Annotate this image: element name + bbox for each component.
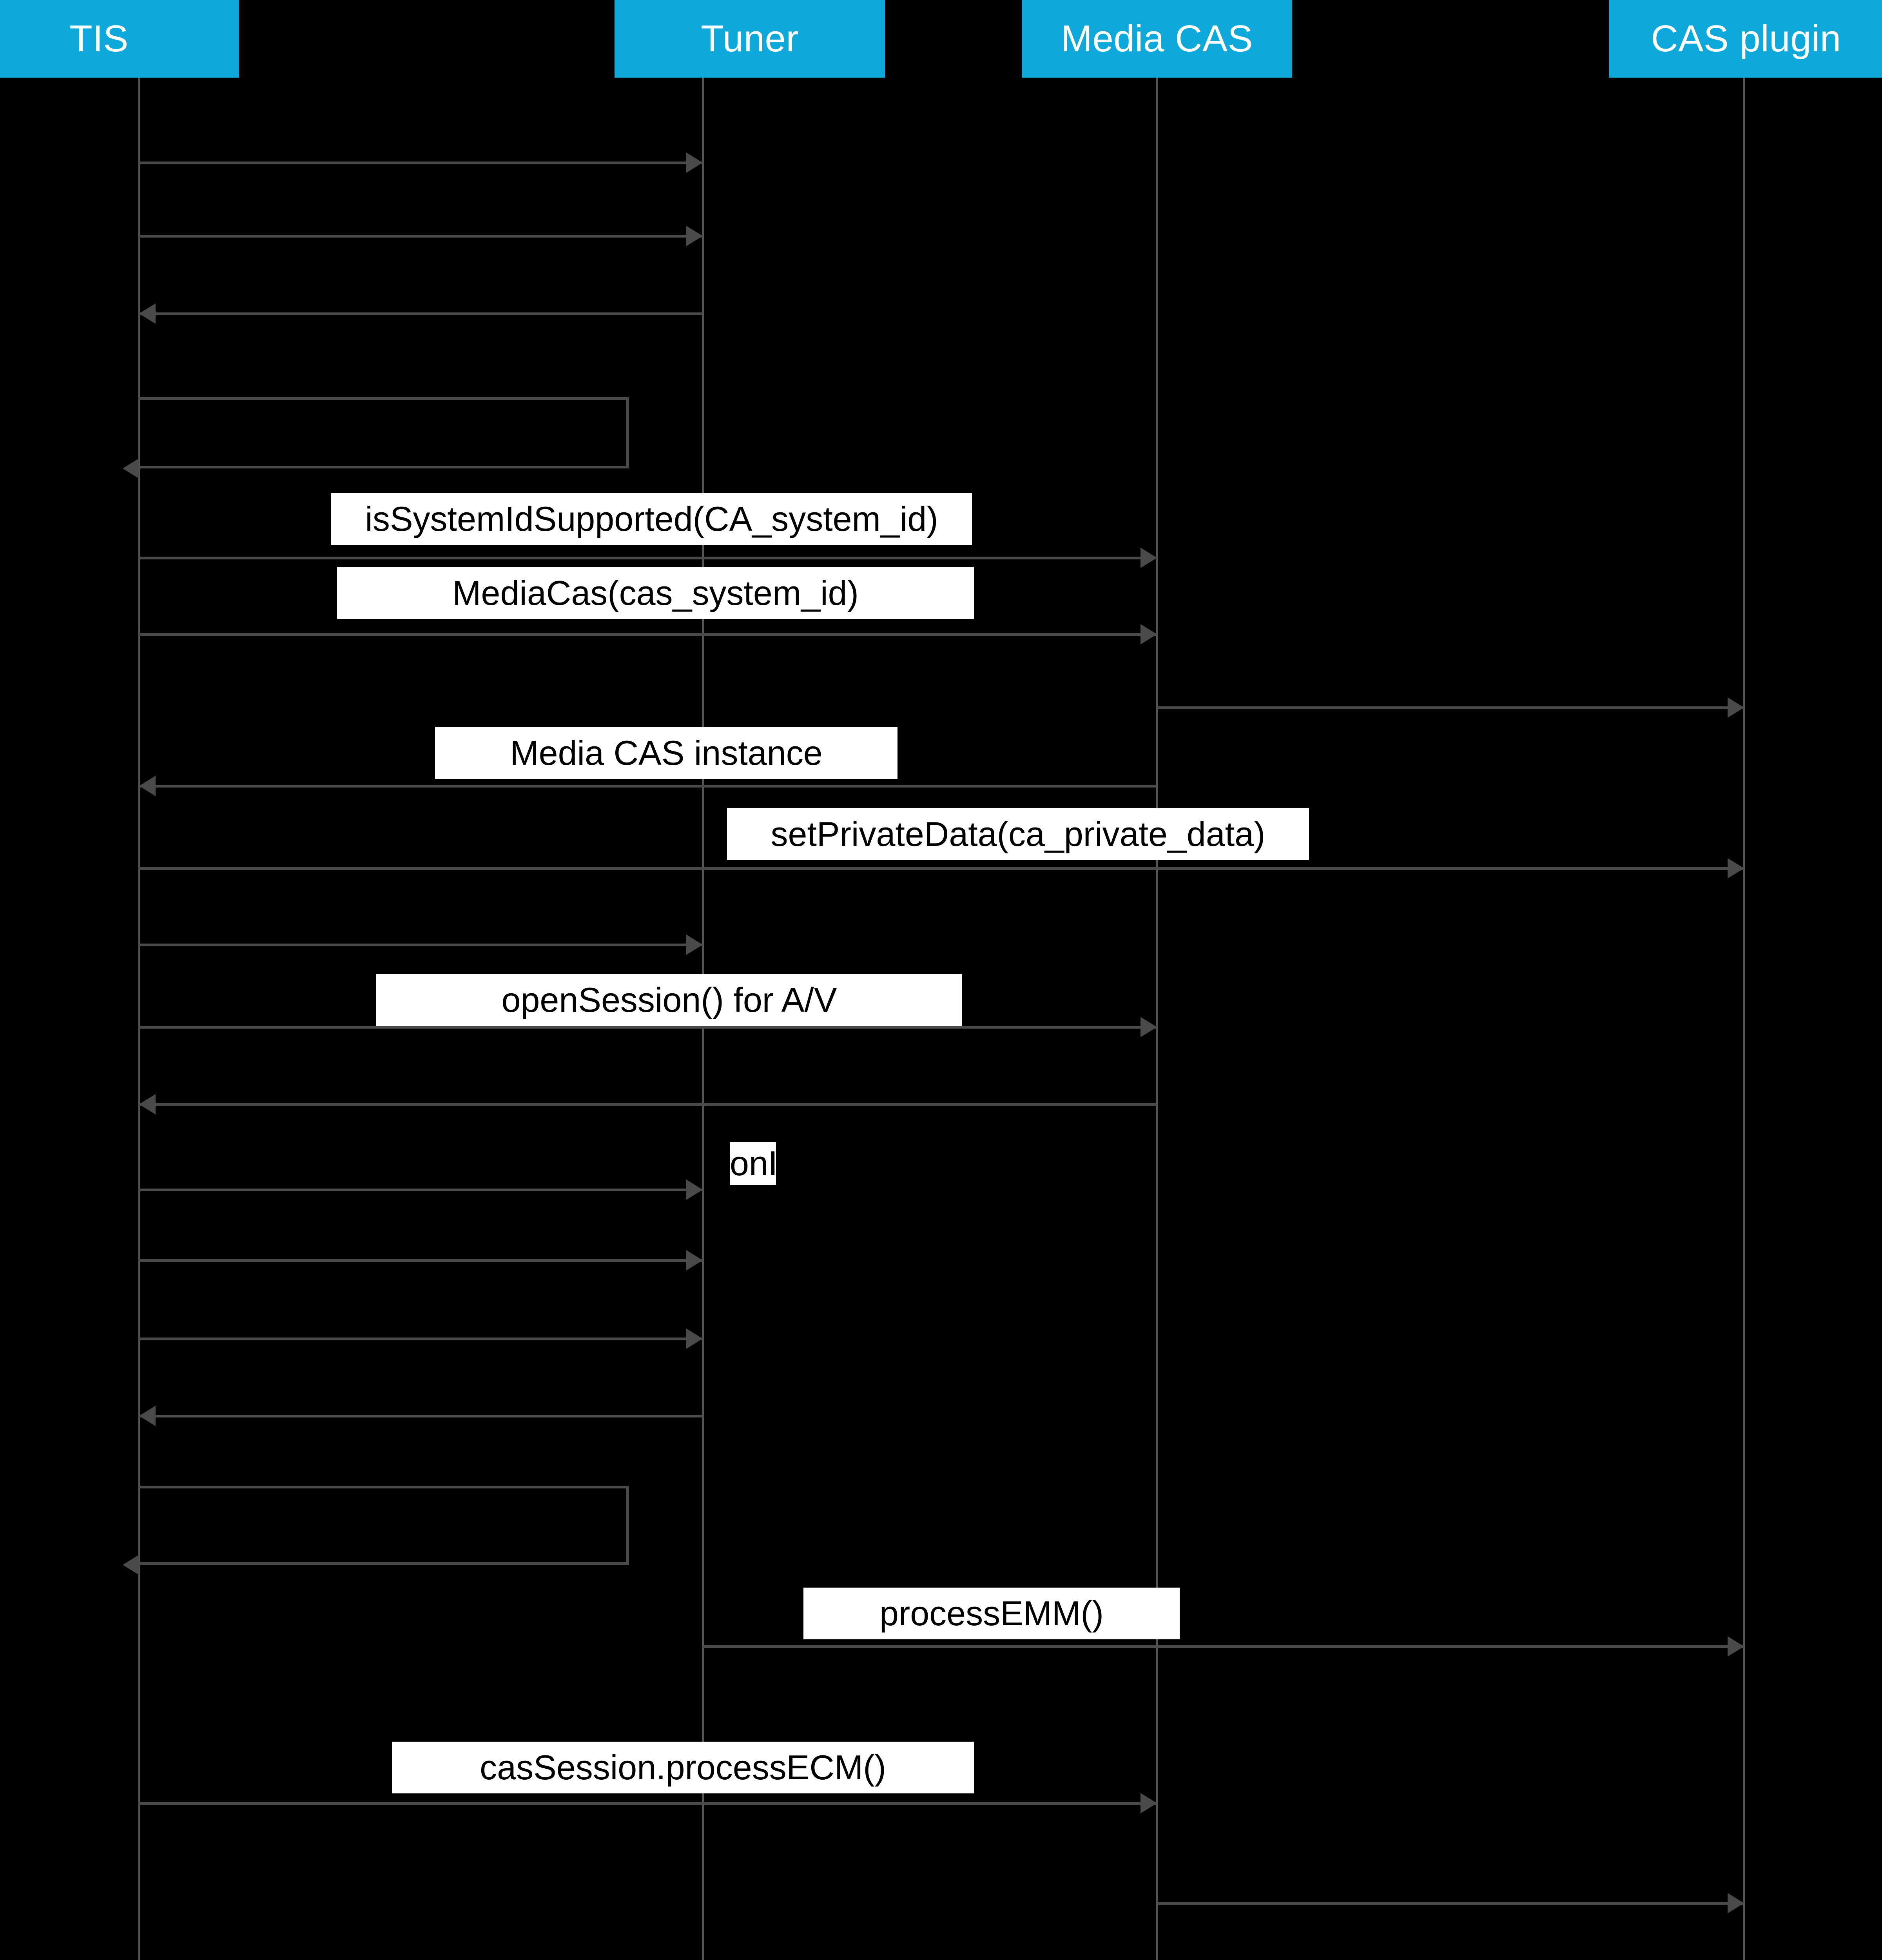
message-label: Media CAS instance [435, 727, 897, 779]
message-line [139, 1025, 1157, 1029]
arrowhead-right [686, 1250, 703, 1270]
message-label: casSession.processECM() [392, 1742, 974, 1793]
message-line [139, 1414, 703, 1417]
message-label: MediaCas(cas_system_id) [337, 567, 974, 619]
self-message-loop [139, 1486, 629, 1565]
message-line [139, 312, 703, 315]
arrowhead-right [686, 1180, 703, 1200]
message-line [139, 1259, 703, 1262]
header-participant-mediacas: Media CAS [1022, 0, 1292, 78]
arrowhead-right [1728, 697, 1744, 718]
message-label: openSession() for A/V [376, 974, 962, 1026]
arrowhead-right [686, 226, 703, 246]
message-line [139, 1337, 703, 1340]
message-line [139, 784, 1157, 788]
arrowhead-right [686, 1328, 703, 1349]
message-line [139, 633, 1157, 636]
self-message-loop [139, 397, 629, 468]
arrowhead-left [123, 458, 139, 479]
arrowhead-left [139, 776, 156, 796]
arrowhead-right [1140, 1017, 1157, 1037]
arrowhead-right [1728, 1636, 1744, 1657]
message-line [139, 1103, 1157, 1106]
message-line [139, 161, 703, 164]
header-participant-tuner: Tuner [615, 0, 885, 78]
header-participant-label: CAS plugin [1651, 18, 1841, 60]
arrowhead-right [1728, 1893, 1744, 1913]
arrowhead-right [686, 935, 703, 955]
header-participant-label: Media CAS [1061, 18, 1253, 60]
arrowhead-left [139, 303, 156, 324]
arrowhead-left [123, 1555, 139, 1575]
arrowhead-right [1728, 858, 1744, 878]
header-participant-label: TIS [69, 18, 129, 60]
arrowhead-left [139, 1094, 156, 1114]
lifeline-mediacas [1156, 78, 1158, 1960]
message-line [139, 1802, 1157, 1805]
message-line [139, 867, 1744, 870]
message-line [1157, 1902, 1744, 1905]
message-label: onId [730, 1142, 776, 1185]
arrowhead-right [1140, 1793, 1157, 1813]
message-line [703, 1645, 1744, 1648]
arrowhead-right [1140, 548, 1157, 568]
message-line [139, 556, 1157, 559]
message-line [1157, 706, 1744, 709]
lifeline-tis [138, 78, 140, 1960]
message-line [139, 234, 703, 238]
message-label: processEMM() [803, 1588, 1180, 1639]
header-participant-label: Tuner [701, 18, 799, 60]
header-participant-tis: TIS [0, 0, 239, 78]
arrowhead-right [1140, 624, 1157, 644]
header-participant-casplugin: CAS plugin [1609, 0, 1882, 78]
arrowhead-left [139, 1406, 156, 1426]
message-label: setPrivateData(ca_private_data) [727, 808, 1309, 860]
message-line [139, 1188, 703, 1191]
message-label: isSystemIdSupported(CA_system_id) [331, 493, 972, 545]
lifeline-casplugin [1743, 78, 1745, 1960]
message-line [139, 943, 703, 946]
arrowhead-right [686, 152, 703, 173]
